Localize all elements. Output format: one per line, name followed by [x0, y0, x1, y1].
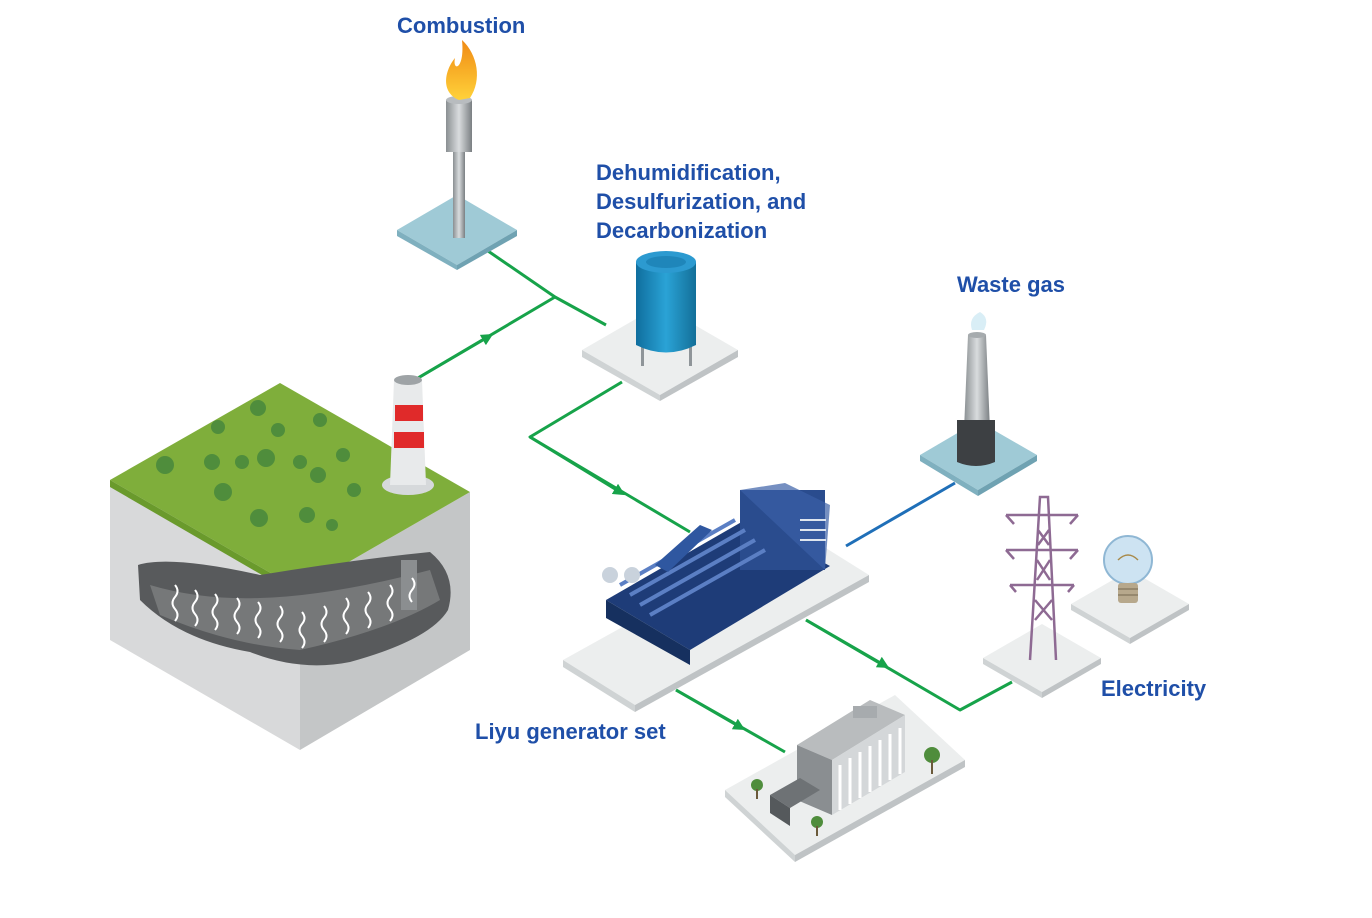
- arrow-to-building: [675, 688, 746, 731]
- label-generator: Liyu generator set: [475, 719, 666, 744]
- label-combustion: Combustion: [397, 13, 526, 38]
- arrow-to-generator: [529, 435, 626, 496]
- pylon-icon: [983, 495, 1101, 698]
- arrow-chimney-to-junction: [417, 333, 494, 380]
- building-icon: [725, 695, 965, 862]
- label-treatment-line1: Dehumidification,: [596, 160, 781, 185]
- exhaust-line: [845, 481, 956, 548]
- label-treatment-line2: Desulfurization, and: [596, 189, 807, 214]
- bulb-icon: [1071, 535, 1189, 644]
- stack-icon: [920, 312, 1037, 496]
- flow-line-to-treatment: [554, 295, 607, 327]
- tank-icon: [582, 251, 738, 401]
- gas-field-block: [110, 383, 470, 750]
- gas-wave-icons: [171, 577, 416, 649]
- flare-icon: [397, 40, 517, 270]
- label-treatment: Dehumidification, Desulfurization, and D…: [596, 158, 806, 245]
- flow-line-to-combustion: [417, 249, 557, 380]
- flow-line-to-electricity: [805, 618, 1013, 712]
- engine-icon: [563, 483, 869, 712]
- chimney-icon: [382, 375, 434, 495]
- flow-line-treatment-to-generator: [528, 380, 691, 534]
- arrow-to-electricity: [805, 618, 890, 668]
- label-treatment-line3: Decarbonization: [596, 218, 768, 243]
- label-electricity: Electricity: [1101, 676, 1207, 701]
- label-waste-gas: Waste gas: [957, 272, 1066, 297]
- tree-icon: [156, 400, 361, 531]
- flow-lines: [417, 249, 1013, 754]
